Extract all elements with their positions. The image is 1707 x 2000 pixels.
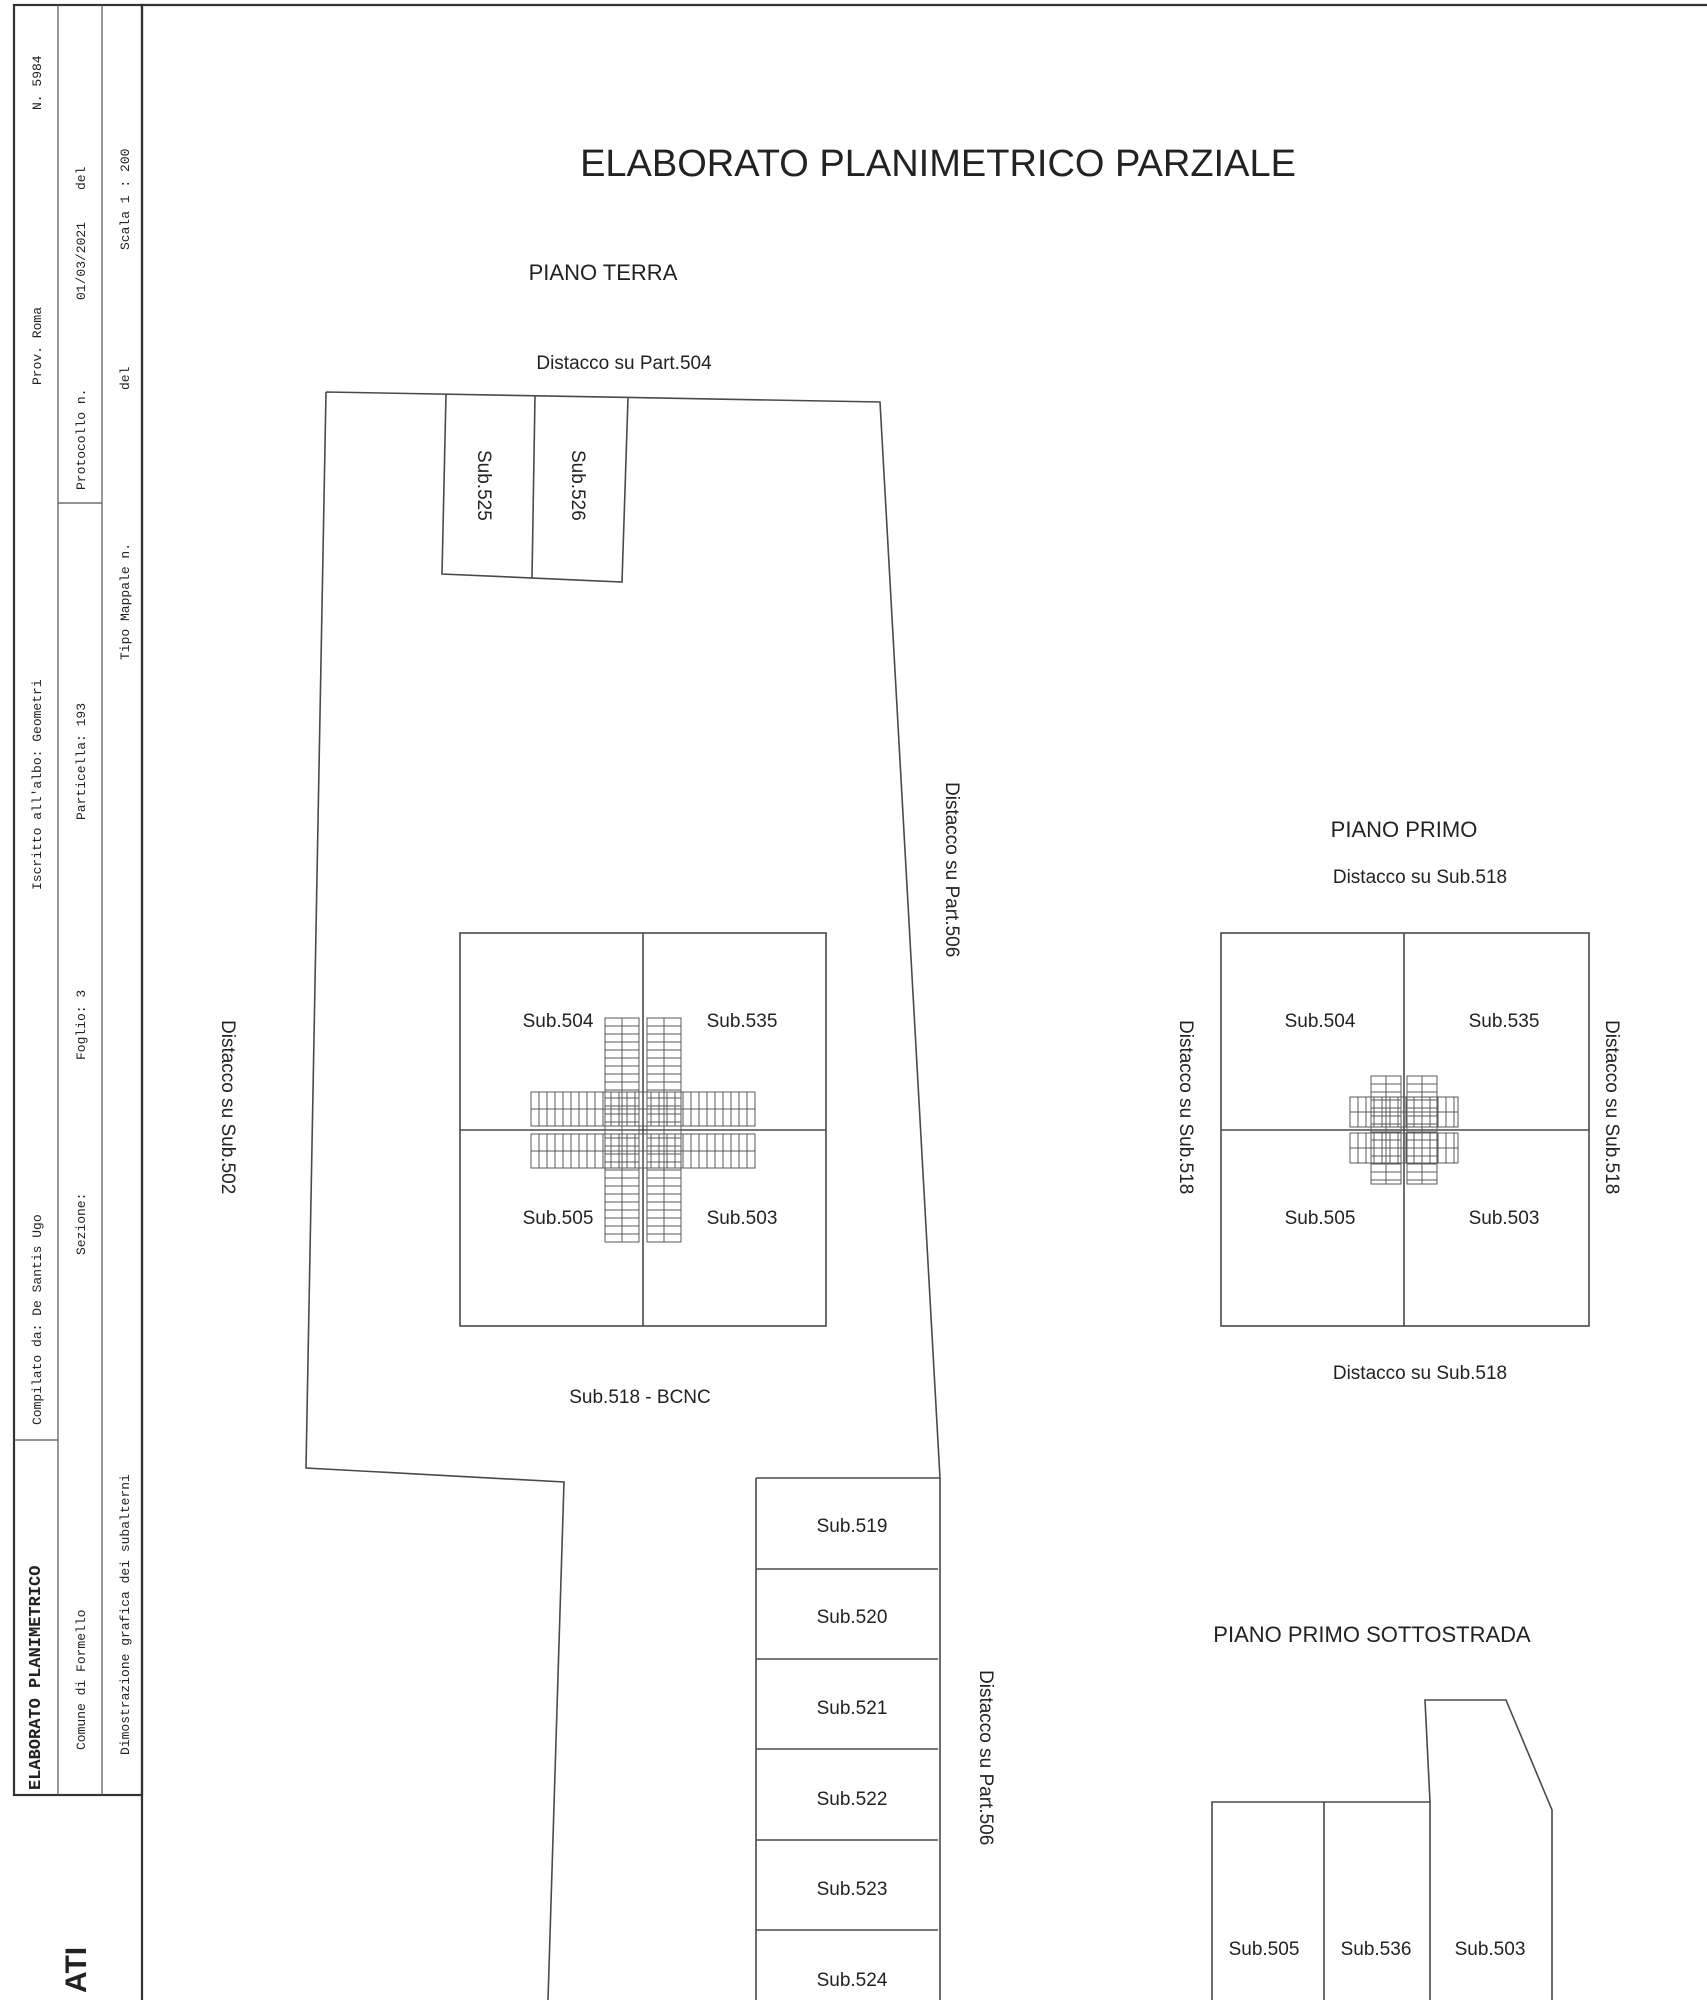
cartouche-protocollo: Protocollo n. — [74, 389, 89, 490]
sottostrada-sub-536: Sub.536 — [1341, 1939, 1412, 1960]
piano-sottostrada-heading: PIANO PRIMO SOTTOSTRADA — [1213, 1622, 1531, 1647]
cartouche-prov: Prov. Roma — [30, 307, 45, 385]
cartouche-particella: Particella: 193 — [74, 703, 89, 820]
piano-primo-quadrant-sub-505: Sub.505 — [1285, 1208, 1356, 1229]
cartouche-sezione: Sezione: — [74, 1193, 89, 1255]
cartouche-numero: N. 5984 — [30, 55, 45, 110]
stack-sub-522: Sub.522 — [817, 1789, 888, 1810]
piano-terra-distacco-right-lower: Distacco su Part.506 — [975, 1670, 996, 1845]
cartouche-dimostrazione: Dimostrazione grafica dei subalterni — [118, 1474, 133, 1755]
cartouche-scala: Scala 1 : 200 — [118, 149, 133, 250]
cartouche-protocollo-date: 01/03/2021 — [74, 222, 89, 300]
piano-terra-quadrant-sub-535: Sub.535 — [707, 1011, 778, 1032]
piano-primo-quadrant-sub-504: Sub.504 — [1285, 1011, 1356, 1032]
piano-terra-distacco-left: Distacco su Sub.502 — [217, 1020, 238, 1194]
sottostrada-sub-505: Sub.505 — [1229, 1939, 1300, 1960]
cartouche-elaborato-title: ELABORATO PLANIMETRICO — [27, 1566, 46, 1790]
piano-primo-distacco-top: Distacco su Sub.518 — [1333, 867, 1507, 888]
stack-outline — [755, 1477, 940, 2000]
piano-terra-quadrant-sub-504: Sub.504 — [523, 1011, 594, 1032]
piano-terra-heading: PIANO TERRA — [529, 260, 678, 285]
stack-sub-521: Sub.521 — [817, 1698, 888, 1719]
stack-sub-520: Sub.520 — [817, 1607, 888, 1628]
sottostrada-sub-503: Sub.503 — [1455, 1939, 1526, 1960]
piano-primo-distacco-bottom: Distacco su Sub.518 — [1333, 1363, 1507, 1384]
cartouche-comune: Comune di Formello — [74, 1610, 89, 1750]
sottostrada-outline — [1211, 1699, 1553, 2000]
stack-sub-519: Sub.519 — [817, 1516, 888, 1537]
piano-primo-sottostrada-plan: PIANO PRIMO SOTTOSTRADA Sub.505 Sub.536 … — [1211, 1622, 1553, 2000]
cartouche-iscritto: Iscritto all'albo: Geometri — [30, 679, 45, 890]
cartouche-compilato: Compilato da: De Santis Ugo — [30, 1214, 45, 1425]
piano-primo-quadrant-sub-535: Sub.535 — [1469, 1011, 1540, 1032]
footer-fragment: ATI — [60, 1947, 93, 1993]
garage-sub-525: Sub.525 — [473, 450, 494, 521]
piano-terra-stack: Sub.519 Sub.520 Sub.521 Sub.522 Sub.523 … — [755, 1477, 940, 2000]
piano-terra-bcnc: Sub.518 - BCNC — [569, 1387, 711, 1408]
garage-boxes — [441, 393, 629, 583]
piano-primo-distacco-right: Distacco su Sub.518 — [1601, 1020, 1622, 1194]
piano-terra-plan: PIANO TERRA Distacco su Part.504 Sub.525… — [217, 260, 996, 2000]
cartouche-del-2: del — [118, 366, 133, 390]
piano-terra-distacco-top: Distacco su Part.504 — [536, 353, 712, 374]
cartouche-frame — [12, 3, 144, 1797]
cartouche-foglio: Foglio: 3 — [74, 990, 89, 1060]
piano-primo-plan: PIANO PRIMO Distacco su Sub.518 Sub.504 … — [1175, 817, 1622, 1384]
piano-terra-outline — [305, 391, 941, 2000]
cartouche-tipo-mappale: Tipo Mappale n. — [118, 543, 133, 660]
piano-primo-heading: PIANO PRIMO — [1331, 817, 1478, 842]
piano-terra-staircase — [530, 1017, 756, 1243]
page-title: ELABORATO PLANIMETRICO PARZIALE — [580, 143, 1296, 185]
cartouche-del-1: del — [74, 166, 89, 190]
cartouche: ELABORATO PLANIMETRICO Compilato da: De … — [12, 3, 144, 1797]
garage-sub-526: Sub.526 — [567, 450, 588, 521]
piano-terra-distacco-right: Distacco su Part.506 — [941, 782, 962, 957]
stack-sub-524: Sub.524 — [817, 1970, 888, 1991]
piano-primo-distacco-left: Distacco su Sub.518 — [1175, 1020, 1196, 1194]
piano-primo-quadrant-sub-503: Sub.503 — [1469, 1208, 1540, 1229]
piano-terra-quadrant-sub-503: Sub.503 — [707, 1208, 778, 1229]
piano-terra-quadrant-sub-505: Sub.505 — [523, 1208, 594, 1229]
piano-primo-staircase — [1349, 1075, 1459, 1185]
stack-sub-523: Sub.523 — [817, 1879, 888, 1900]
